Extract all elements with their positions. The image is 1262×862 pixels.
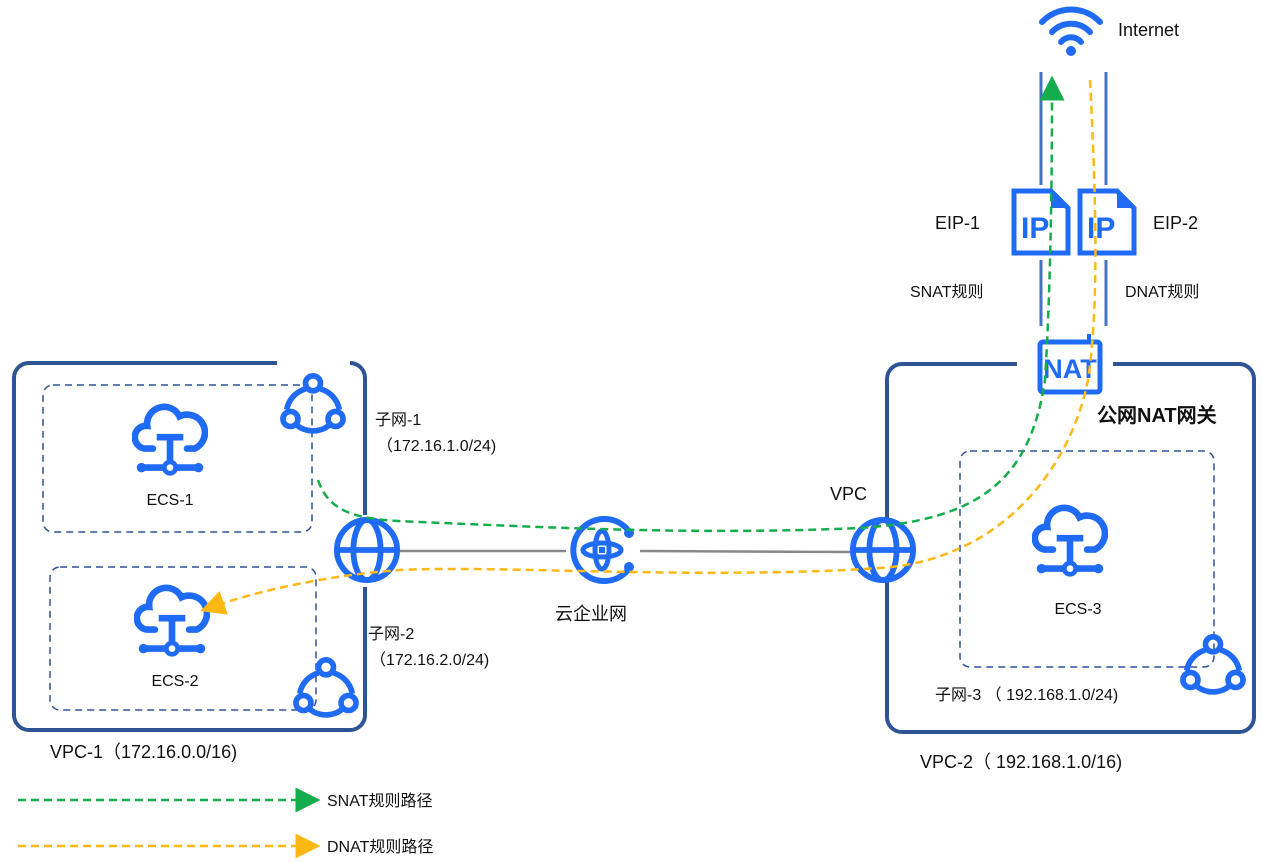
legend-snat-label: SNAT规则路径 xyxy=(327,792,433,810)
ecs-3-icon xyxy=(1035,508,1105,574)
cen-link xyxy=(400,549,851,554)
subnet-2-icon xyxy=(296,660,356,715)
subnet-3-label: 子网-3 （ 192.168.1.0/24) xyxy=(935,686,1118,704)
nat-gateway-label: 公网NAT网关 xyxy=(1097,403,1217,427)
dnat-path xyxy=(200,79,1097,615)
ecs-1-icon xyxy=(135,407,205,473)
legend-dnat-label: DNAT规则路径 xyxy=(327,838,433,856)
subnet-1-name: 子网-1 xyxy=(375,411,421,429)
vpc-router-label: VPC xyxy=(830,484,867,504)
eip-links xyxy=(1039,72,1108,326)
ecs-3-label: ECS-3 xyxy=(1054,601,1101,618)
eip-1-icon xyxy=(1014,191,1068,253)
subnet-1-box xyxy=(42,384,313,533)
subnet-3-box xyxy=(959,450,1215,668)
dnat-rule-label: DNAT规则 xyxy=(1125,283,1199,301)
vpc-2-label: VPC-2（ 192.168.1.0/16) xyxy=(920,752,1122,772)
ecs-2-label: ECS-2 xyxy=(151,673,198,690)
cen-label: 云企业网 xyxy=(555,604,627,624)
vpc-1-border xyxy=(12,361,367,732)
eip-2-icon xyxy=(1080,191,1134,253)
subnet-1-cidr: （172.16.1.0/24) xyxy=(377,437,496,455)
subnet-2-name: 子网-2 xyxy=(368,625,414,643)
eip-2-label: EIP-2 xyxy=(1153,213,1198,233)
vpc-1-label: VPC-1（172.16.0.0/16) xyxy=(50,742,237,762)
cen-icon xyxy=(570,516,634,584)
subnet-2-cidr: （172.16.2.0/24) xyxy=(370,651,489,669)
snat-path xyxy=(316,75,1065,533)
nat-gateway-icon: NAT xyxy=(1037,334,1103,395)
ecs-1-label: ECS-1 xyxy=(146,492,193,509)
eip-1-label: EIP-1 xyxy=(935,213,980,233)
subnet-1-icon xyxy=(283,376,343,431)
ecs-2-icon xyxy=(137,588,207,654)
wifi-icon xyxy=(1039,6,1103,56)
snat-rule-label: SNAT规则 xyxy=(910,283,984,301)
subnet-3-icon xyxy=(1183,637,1243,692)
subnet-2-box xyxy=(49,566,317,711)
vpc-2-border xyxy=(885,362,1256,734)
internet-label: Internet xyxy=(1118,20,1179,40)
